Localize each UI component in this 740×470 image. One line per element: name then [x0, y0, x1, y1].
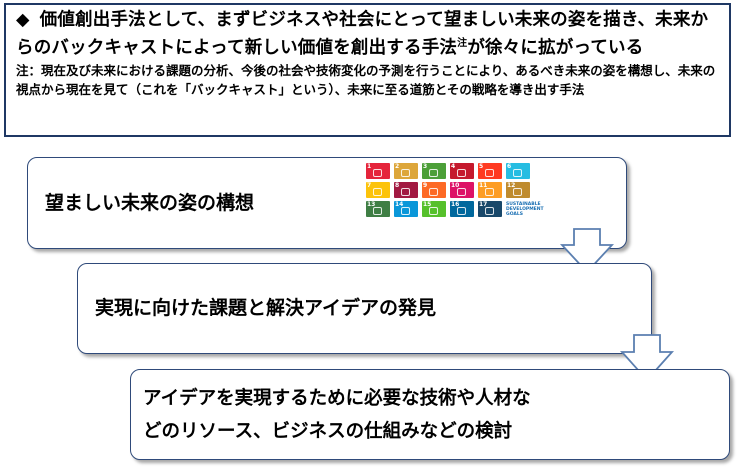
step-3-line-2: どのリソース、ビジネスの仕組みなどの検討	[143, 421, 513, 442]
sdg-goal-pictogram-icon	[373, 188, 382, 196]
sdg-goal-pictogram-icon	[485, 188, 494, 196]
note-text: 現在及び未来における課題の分析、今後の社会や技術変化の予測を行うことにより、ある…	[16, 62, 716, 97]
sdg-goal-number: 13	[367, 201, 376, 208]
sdg-goal-17-icon: 17	[478, 201, 502, 217]
sdg-goal-pictogram-icon	[457, 188, 466, 196]
sdg-goal-number: 4	[451, 163, 456, 170]
sdg-goal-pictogram-icon	[513, 188, 522, 196]
sdg-goal-pictogram-icon	[401, 188, 410, 196]
step-2-box: 実現に向けた課題と解決アイデアの発見	[77, 263, 652, 354]
headline-text: 価値創出手法として、まずビジネスや社会にとって望ましい未来の姿を描き、未来からの…	[16, 10, 709, 58]
step-2-text: 実現に向けた課題と解決アイデアの発見	[95, 297, 437, 319]
sdg-goal-4-icon: 4	[450, 163, 474, 179]
sdg-goal-pictogram-icon	[513, 169, 522, 177]
sdg-goal-number: 5	[479, 163, 484, 170]
step-3-line-1: アイデアを実現するために必要な技術や人材な	[143, 388, 531, 409]
step-3-text: アイデアを実現するために必要な技術や人材な どのリソース、ビジネスの仕組みなどの…	[143, 382, 531, 448]
sdg-goal-pictogram-icon	[373, 169, 382, 177]
sdg-goal-pictogram-icon	[373, 207, 382, 215]
sdg-goal-number: 14	[395, 201, 404, 208]
intro-note: 注：現在及び未来における課題の分析、今後の社会や技術変化の予測を行うことにより、…	[16, 61, 721, 99]
diamond-bullet-icon: ◆	[16, 10, 30, 30]
sdgs-logo-text: SUSTAINABLE	[506, 201, 541, 207]
sdg-goal-number: 9	[423, 182, 428, 189]
intro-box: ◆価値創出手法として、まずビジネスや社会にとって望ましい未来の姿を描き、未来から…	[4, 3, 731, 137]
down-arrow-icon-1	[560, 228, 614, 274]
sdg-goal-1-icon: 1	[366, 163, 390, 179]
sdg-goal-number: 10	[451, 182, 460, 189]
sdg-goal-pictogram-icon	[485, 169, 494, 177]
sdg-goal-number: 16	[451, 201, 460, 208]
headline-tail: が徐々に拡がっている	[467, 37, 644, 58]
sdg-goal-2-icon: 2	[394, 163, 418, 179]
sdg-goal-number: 2	[395, 163, 400, 170]
sdg-goal-8-icon: 8	[394, 182, 418, 198]
sdg-goal-10-icon: 10	[450, 182, 474, 198]
sdg-goal-pictogram-icon	[429, 188, 438, 196]
sdg-goal-13-icon: 13	[366, 201, 390, 217]
sdg-goal-14-icon: 14	[394, 201, 418, 217]
sdg-goal-number: 1	[367, 163, 372, 170]
sdg-goal-12-icon: 12	[506, 182, 530, 198]
sdg-goal-number: 3	[423, 163, 428, 170]
note-prefix: 注：	[16, 62, 42, 78]
sdg-goal-number: 11	[479, 182, 488, 189]
sdg-goal-pictogram-icon	[401, 169, 410, 177]
sdg-goal-pictogram-icon	[429, 169, 438, 177]
sdg-goal-15-icon: 15	[422, 201, 446, 217]
sdg-goal-number: 6	[507, 163, 512, 170]
sdg-goal-11-icon: 11	[478, 182, 502, 198]
sdg-goal-3-icon: 3	[422, 163, 446, 179]
sdg-goal-7-icon: 7	[366, 182, 390, 198]
sdg-goal-6-icon: 6	[506, 163, 530, 179]
sdg-goal-number: 8	[395, 182, 400, 189]
headline-note-mark: 注	[457, 38, 468, 49]
sdg-goal-pictogram-icon	[429, 207, 438, 215]
sdg-goal-5-icon: 5	[478, 163, 502, 179]
sdg-goal-number: 7	[367, 182, 372, 189]
intro-headline: ◆価値創出手法として、まずビジネスや社会にとって望ましい未来の姿を描き、未来から…	[16, 9, 721, 60]
step-3-box: アイデアを実現するために必要な技術や人材な どのリソース、ビジネスの仕組みなどの…	[130, 369, 730, 460]
sdg-goal-number: 12	[507, 182, 516, 189]
sdgs-logo-text: GOALS	[506, 211, 523, 217]
sdgs-logo-text: DEVELOPMENT	[506, 206, 544, 212]
sdg-goal-pictogram-icon	[457, 207, 466, 215]
sdg-goal-pictogram-icon	[457, 169, 466, 177]
sdg-goal-number: 17	[479, 201, 488, 208]
step-1-text: 望ましい未来の姿の構想	[45, 192, 255, 214]
sdg-goal-pictogram-icon	[401, 207, 410, 215]
sdg-goal-pictogram-icon	[485, 207, 494, 215]
sdg-goal-number: 15	[423, 201, 432, 208]
sdg-goal-16-icon: 16	[450, 201, 474, 217]
sdg-goal-9-icon: 9	[422, 182, 446, 198]
down-arrow-icon-2	[620, 334, 674, 382]
